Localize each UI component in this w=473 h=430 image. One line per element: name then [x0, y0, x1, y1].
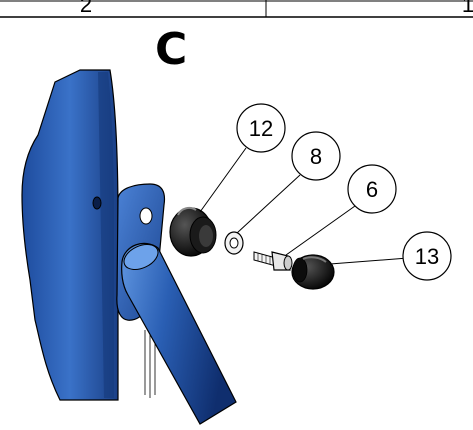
leader-lines	[199, 147, 409, 265]
side-plate	[21, 69, 119, 401]
plate-hole	[92, 196, 102, 210]
balloon-12-label: 12	[249, 116, 273, 141]
table-cell-quantity-left: 2	[80, 0, 92, 17]
bracket-hole	[139, 207, 153, 225]
part-6-bolt	[253, 251, 293, 271]
table-cell-quantity-right: 1	[462, 0, 473, 17]
part-12-cap	[169, 206, 217, 257]
part-8-washer	[224, 231, 244, 255]
balloon-13-label: 13	[415, 244, 439, 269]
tube	[121, 242, 237, 425]
balloon-6-label: 6	[366, 177, 378, 202]
title-block-table: 2 1	[0, 0, 473, 18]
balloon-6: 6	[347, 164, 397, 214]
balloon-8-label: 8	[310, 144, 322, 169]
part-13-end-cap	[291, 254, 335, 290]
balloon-13: 13	[402, 231, 452, 281]
view-label: C	[155, 24, 187, 75]
balloon-12: 12	[236, 103, 286, 153]
balloon-8: 8	[291, 131, 341, 181]
